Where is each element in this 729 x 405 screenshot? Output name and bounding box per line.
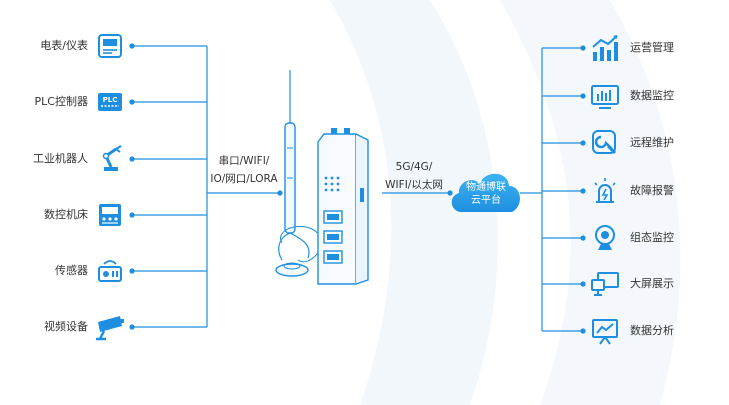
cloud-platform-label: 物通博联 云平台 (452, 181, 520, 207)
interface-label-line2: IO/网口/LORA (210, 173, 278, 185)
service-label-remote-maintenance: 远程维护 (630, 136, 674, 149)
line-chart-board-icon (592, 319, 618, 345)
network-label-line1: 5G/4G/ (395, 161, 433, 173)
device-label-plc: PLC控制器 (34, 95, 88, 108)
device-label-camera: 视频设备 (44, 320, 88, 333)
robot-arm-icon (102, 145, 122, 171)
service-label-data-monitoring: 数据监控 (630, 89, 674, 102)
device-label-robot: 工业机器人 (33, 152, 88, 165)
device-label-meter: 电表/仪表 (40, 39, 88, 52)
device-label-sensor: 传感器 (55, 264, 88, 277)
cloud-label-line1: 物通博联 (466, 182, 506, 193)
svg-text:PLC: PLC (103, 96, 118, 104)
big-screen-icon (591, 272, 619, 296)
network-label: 5G/4G/ WIFI/以太网 (380, 158, 448, 194)
service-label-data-analysis: 数据分析 (630, 324, 674, 337)
service-label-operations: 运营管理 (630, 41, 674, 54)
service-label-fault-alarm: 故障报警 (630, 184, 674, 197)
wrench-icon (592, 130, 617, 155)
interface-label-line1: 串口/WIFI/ (218, 155, 270, 167)
monitor-chart-icon (591, 85, 619, 109)
cloud-platform-icon (451, 173, 520, 212)
webcam-icon (595, 225, 615, 250)
interface-label: 串口/WIFI/ IO/网口/LORA (208, 152, 280, 188)
camera-icon (96, 316, 124, 341)
meter-icon (98, 34, 122, 58)
service-label-config-monitoring: 组态监控 (630, 231, 674, 244)
network-label-line2: WIFI/以太网 (385, 179, 443, 191)
cloud-label-line2: 云平台 (471, 195, 501, 206)
device-label-cnc: 数控机床 (44, 208, 88, 221)
plc-icon: PLC (98, 93, 122, 111)
alarm-icon (594, 178, 616, 203)
iot-gateway-router (275, 70, 369, 285)
bar-chart-icon (592, 35, 618, 61)
cnc-machine-icon (99, 204, 121, 226)
service-label-big-screen: 大屏展示 (630, 277, 674, 290)
sensor-icon (98, 260, 122, 282)
